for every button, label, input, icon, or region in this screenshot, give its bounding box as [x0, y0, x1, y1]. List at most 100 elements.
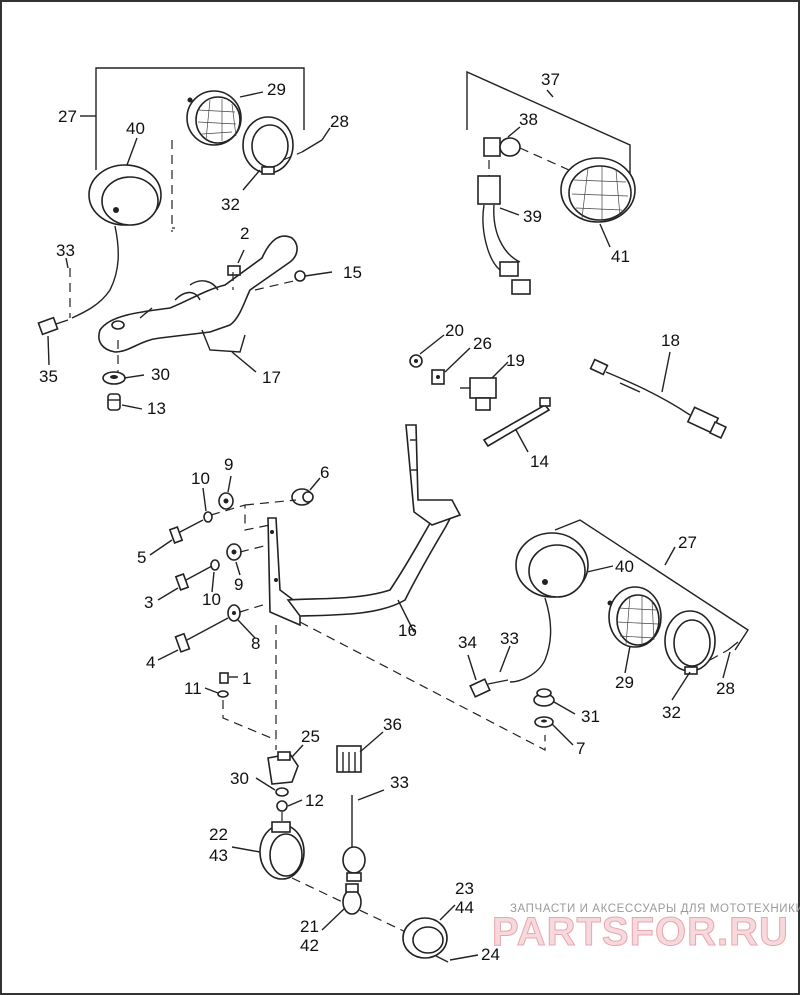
callout-33: 33	[56, 241, 75, 260]
mount-bar-16	[267, 424, 462, 627]
callout-34: 34	[458, 633, 477, 652]
mount-bracket-17	[98, 235, 298, 353]
nut-12	[276, 800, 288, 812]
socket-33c	[342, 795, 366, 882]
harness-39	[477, 175, 531, 295]
watermark-brand: PARTSFOR.RU	[492, 910, 789, 954]
callout-32: 32	[221, 195, 240, 214]
callout-22: 22	[209, 825, 228, 844]
bolt-5	[168, 519, 204, 544]
lamp-lens-29	[186, 90, 242, 146]
screw-24	[435, 955, 449, 963]
washer-8	[227, 604, 241, 622]
grommet-31	[533, 688, 555, 707]
washer-9a	[218, 492, 234, 510]
callout-40: 40	[126, 119, 145, 138]
cable-tie-14	[482, 397, 551, 448]
callout-18: 18	[661, 331, 680, 350]
lens-23-44	[402, 917, 448, 959]
callout-6: 6	[320, 463, 329, 482]
plug-36	[336, 745, 362, 773]
callout-36: 36	[383, 715, 402, 734]
callout-10b: 10	[202, 590, 221, 609]
callout-12: 12	[305, 791, 324, 810]
callout-28b: 28	[716, 679, 735, 698]
callout-40b: 40	[615, 557, 634, 576]
switch-19	[460, 377, 497, 411]
harness-18	[589, 358, 728, 440]
washer-30b	[275, 787, 289, 797]
washer-9b	[226, 543, 242, 561]
callout-13: 13	[147, 399, 166, 418]
lamp-housing-40	[71, 164, 162, 319]
lamp-housing-40b	[509, 532, 589, 683]
callout-39: 39	[523, 207, 542, 226]
callout-21: 21	[300, 917, 319, 936]
callout-29b: 29	[615, 673, 634, 692]
callout-32b: 32	[662, 703, 681, 722]
callout-35: 35	[39, 367, 58, 386]
nut-20	[409, 354, 423, 368]
washer-10b	[210, 559, 220, 571]
bulb-38	[483, 137, 521, 157]
callout-42: 42	[300, 936, 319, 955]
callout-9: 9	[224, 455, 233, 474]
trim-ring-32	[242, 116, 294, 175]
connector-34	[469, 678, 491, 698]
callout-11: 11	[184, 679, 202, 698]
washer-10a	[203, 511, 213, 523]
callout-1: 1	[242, 669, 251, 688]
callout-16: 16	[398, 621, 417, 640]
lamp-assembly-right	[509, 519, 749, 701]
callout-19: 19	[506, 351, 525, 370]
callout-3: 3	[144, 593, 153, 612]
callout-30b: 30	[230, 769, 249, 788]
callout-9b: 9	[234, 575, 243, 594]
callout-41: 41	[611, 247, 630, 266]
stud-13	[107, 393, 121, 411]
washer-30	[102, 371, 126, 385]
washer-11	[217, 690, 229, 698]
lamp-assembly-left	[37, 67, 323, 336]
callout-5: 5	[137, 548, 146, 567]
lamp-lens-29b	[607, 586, 662, 648]
trim-ring-32b	[664, 610, 716, 675]
callout-31: 31	[581, 707, 600, 726]
callout-10: 10	[191, 469, 210, 488]
callout-26: 26	[473, 334, 492, 353]
callout-25: 25	[301, 727, 320, 746]
callout-20: 20	[445, 321, 464, 340]
callout-8: 8	[251, 634, 260, 653]
callout-33b: 33	[500, 629, 519, 648]
lamp-kit-37	[466, 70, 636, 295]
callout-30: 30	[151, 365, 170, 384]
watermark-tagline: ЗАПЧАСТИ И АКСЕССУАРЫ ДЛЯ МОТОТЕХНИКИ	[510, 903, 800, 915]
callout-labels: 27 29 28 40 32 33 2 15 35 30 17 13 37 38…	[39, 70, 735, 964]
callout-33c: 33	[390, 773, 409, 792]
callout-17: 17	[262, 368, 281, 387]
bracket-25	[267, 751, 299, 785]
watermark: ЗАПЧАСТИ И АКСЕССУАРЫ ДЛЯ МОТОТЕХНИКИ PA…	[492, 903, 800, 955]
bolt-4	[174, 617, 229, 653]
callout-28: 28	[330, 112, 349, 131]
connector-35	[37, 316, 59, 336]
callout-23: 23	[455, 879, 474, 898]
spacer-6	[291, 488, 314, 506]
callout-24: 24	[481, 945, 500, 964]
housing-22-43	[259, 821, 305, 880]
callout-27: 27	[58, 107, 77, 126]
lamp-41	[560, 157, 636, 223]
screw-1	[219, 672, 229, 684]
plate-26	[431, 369, 445, 385]
bulb-21-42	[342, 883, 362, 915]
callout-15: 15	[343, 263, 362, 282]
screw-2	[227, 249, 245, 276]
callout-2: 2	[240, 224, 249, 243]
callout-7: 7	[576, 739, 585, 758]
callout-38: 38	[519, 110, 538, 129]
callout-14: 14	[530, 452, 549, 471]
bolt-3	[174, 565, 213, 591]
